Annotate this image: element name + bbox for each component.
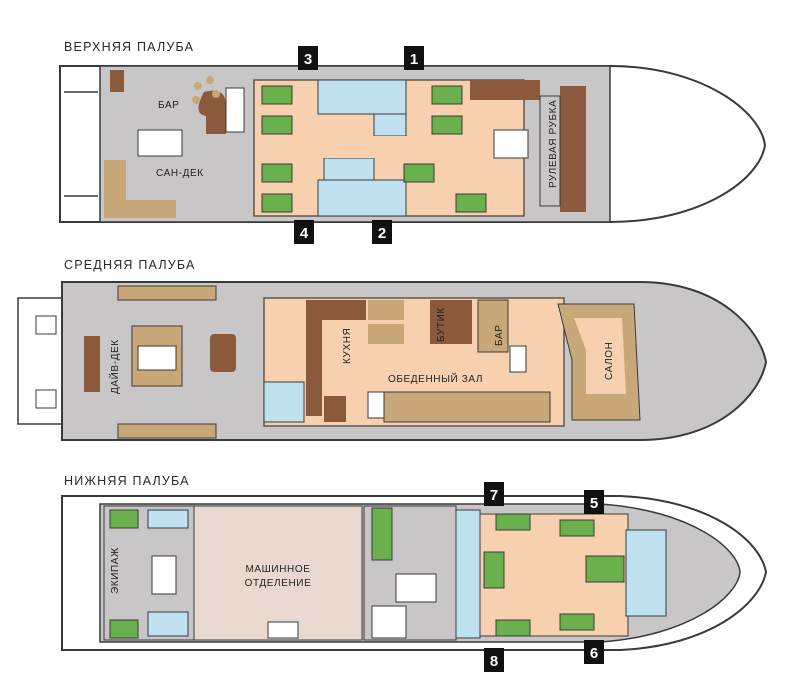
upper-stairs-b [137, 129, 183, 157]
divedeck-label: ДАЙВ-ДЕК [108, 339, 121, 394]
cabin-badge-5 [584, 490, 604, 514]
wheelhouse-dash [560, 86, 586, 212]
bed [109, 619, 139, 639]
svg-text:5: 5 [590, 495, 598, 512]
upper-bar-label: БАР [158, 100, 179, 111]
bed [495, 619, 531, 637]
upper-bath-1 [317, 79, 407, 115]
lower-bath-left [455, 509, 481, 639]
sundeck-lounger [104, 160, 176, 218]
lower-deck-title: НИЖНЯЯ ПАЛУБА [64, 474, 190, 488]
dining-label: ОБЕДЕННЫЙ ЗАЛ [388, 372, 483, 385]
upper-deck-title: ВЕРХНЯЯ ПАЛУБА [64, 40, 195, 54]
svg-text:1: 1 [410, 51, 418, 68]
lower-bath-right [625, 529, 667, 617]
engine-label-line2: ОТДЕЛЕНИЕ [245, 578, 312, 589]
boutique-label: БУТИК [436, 307, 447, 342]
svg-text:2: 2 [378, 225, 386, 242]
bed [559, 519, 595, 537]
svg-text:8: 8 [490, 653, 498, 670]
middle-deck-title: СРЕДНЯЯ ПАЛУБА [64, 258, 196, 272]
upper-bar-counter [198, 90, 226, 134]
cabin-badge-7 [484, 482, 504, 506]
bed [483, 551, 505, 589]
cabin-badge-1 [404, 46, 424, 70]
wheelhouse-console [470, 80, 540, 100]
svg-text:4: 4 [300, 225, 309, 242]
dive-bench-top [117, 285, 217, 301]
upper-deck: БАР САН-ДЕК РУЛЕВАЯ РУБКА 3 1 [59, 46, 767, 244]
upper-bath-2 [317, 179, 407, 217]
bed [261, 85, 293, 105]
cabin-badge-4 [294, 220, 314, 244]
bed [261, 193, 293, 213]
salon-label: САЛОН [604, 342, 615, 380]
middle-deck: ДАЙВ-ДЕК КУХНЯ БУТИК БАР ОБЕДЕННЫЙ ЗАЛ С… [17, 281, 768, 441]
cabin-badge-2 [372, 220, 392, 244]
middle-bar-label: БАР [494, 325, 505, 346]
bed [109, 509, 139, 529]
middle-bath [263, 381, 305, 423]
dining-benches [383, 391, 551, 423]
engine-room [193, 505, 363, 641]
engine-label-line1: МАШИННОЕ [245, 564, 310, 575]
dive-bench-bottom [117, 423, 217, 439]
wheelhouse-label: РУЛЕВАЯ РУБКА [548, 100, 559, 188]
bed [261, 163, 293, 183]
upper-stairs-a [225, 87, 245, 133]
cabin-badge-8 [484, 648, 504, 672]
bed [495, 513, 531, 531]
bed [371, 507, 393, 561]
bed [585, 555, 625, 583]
svg-text:6: 6 [590, 645, 598, 662]
bed [559, 613, 595, 631]
bed [403, 163, 435, 183]
sundeck-label: САН-ДЕК [156, 168, 204, 179]
bed [431, 85, 463, 105]
svg-text:3: 3 [304, 51, 312, 68]
cabin-badge-6 [584, 640, 604, 664]
svg-text:7: 7 [490, 487, 498, 504]
bed [455, 193, 487, 213]
lower-deck: ЭКИПАЖ МАШИННОЕ ОТДЕЛЕНИЕ 7 5 8 6 [61, 482, 768, 672]
bed [261, 115, 293, 135]
cabin-badge-3 [298, 46, 318, 70]
bed [431, 115, 463, 135]
crew-label: ЭКИПАЖ [110, 547, 121, 594]
kitchen-label: КУХНЯ [342, 328, 353, 364]
